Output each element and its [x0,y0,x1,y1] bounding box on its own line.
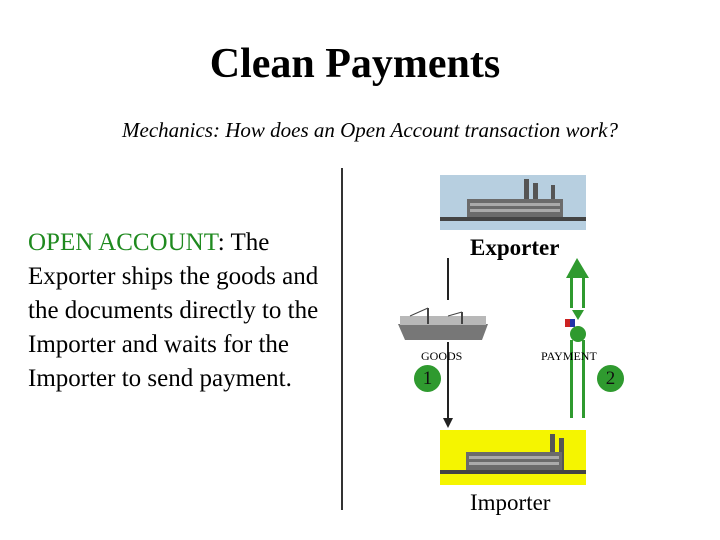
payment-flow-arrow [566,258,589,418]
money-bag-icon [565,310,586,342]
slide-title: Clean Payments [209,41,501,87]
description-text: OPEN ACCOUNT: The Exporter ships the goo… [28,226,328,396]
slide-subtitle: Mechanics: How does an Open Account tran… [122,118,618,142]
vertical-divider [341,168,343,510]
description-body: : The Exporter ships the goods and the d… [28,229,319,392]
step-2-badge: 2 [597,365,624,392]
exporter-label: Exporter [470,235,560,260]
goods-flow-arrow [443,258,453,428]
importer-factory-icon [440,430,586,485]
ship-icon [398,307,488,340]
step-1-badge: 1 [414,365,441,392]
payment-label: PAYMENT [541,349,597,363]
open-account-term: OPEN ACCOUNT [28,229,218,256]
importer-label: Importer [470,490,551,515]
exporter-factory-icon [440,175,586,230]
goods-label: GOODS [421,349,463,363]
